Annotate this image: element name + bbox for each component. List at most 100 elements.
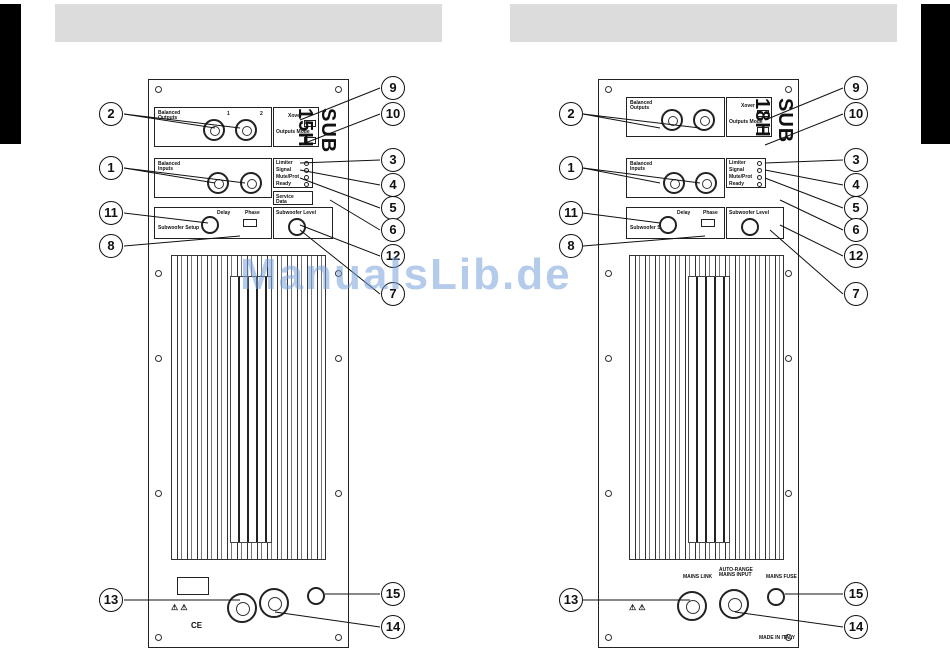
balanced-outputs-section: Balanced Outputs 1 2	[154, 107, 272, 147]
screw-icon	[155, 634, 162, 641]
ready-label: Ready	[276, 181, 292, 187]
callout-13: 13	[559, 588, 583, 612]
limiter-label: Limiter	[729, 160, 746, 166]
screw-icon	[785, 634, 792, 641]
callout-15: 15	[381, 582, 405, 606]
callout-5: 5	[844, 196, 868, 220]
screw-icon	[605, 490, 612, 497]
signal-label: Signal	[729, 167, 745, 173]
limiter-led-icon	[757, 161, 762, 166]
xover-label: Xover	[741, 103, 755, 109]
screw-icon	[155, 86, 162, 93]
mains-input-powercon[interactable]	[719, 589, 749, 619]
subwoofer-setup-label: Subwoofer Setup	[158, 225, 200, 231]
xlr-output-2-connector[interactable]	[693, 109, 715, 131]
xlr-input-2-connector[interactable]	[695, 172, 717, 194]
callout-1: 1	[559, 156, 583, 180]
right-page-edge-tab	[921, 4, 950, 144]
callout-9: 9	[381, 76, 405, 100]
subwoofer-setup-label: Subwoofer Setup	[630, 225, 672, 231]
xlr-input-1-connector[interactable]	[207, 172, 229, 194]
phase-switch[interactable]	[243, 219, 257, 227]
heatsink-core	[688, 276, 730, 543]
output-1-number: 1	[227, 111, 230, 117]
subwoofer-level-section: Subwoofer Level	[726, 207, 784, 239]
serial-plate	[177, 577, 209, 595]
left-header-bar	[55, 4, 442, 42]
screw-icon	[605, 86, 612, 93]
left-rear-panel: Balanced Outputs 1 2 Xover Outputs Mode …	[148, 79, 349, 648]
callout-6: 6	[381, 218, 405, 242]
service-data-port[interactable]: Service Data	[273, 191, 313, 205]
mute-prot-label: Mute/Prot	[276, 174, 300, 180]
outputs-mode-label: Outputs Mode	[729, 119, 763, 125]
callout-3: 3	[381, 148, 405, 172]
status-leds-section: Limiter Signal Mute/Prot Ready	[273, 158, 313, 188]
delay-label: Delay	[217, 210, 231, 216]
screw-icon	[785, 355, 792, 362]
outputs-mode-switch[interactable]	[757, 127, 769, 134]
subwoofer-level-label: Subwoofer Level	[729, 210, 770, 216]
mute-prot-label: Mute/Prot	[729, 174, 753, 180]
callout-12: 12	[381, 244, 405, 268]
xover-switch[interactable]	[757, 110, 769, 117]
phase-label: Phase	[703, 210, 718, 216]
delay-rotary-knob[interactable]	[659, 216, 677, 234]
limiter-led-icon	[304, 161, 309, 166]
callout-6: 6	[844, 218, 868, 242]
screw-icon	[785, 270, 792, 277]
callout-2: 2	[99, 102, 123, 126]
auto-range-label: AUTO-RANGE MAINS INPUT	[719, 567, 753, 578]
outputs-mode-label: Outputs Mode	[276, 129, 310, 135]
callout-8: 8	[559, 234, 583, 258]
mains-link-powercon[interactable]	[227, 593, 257, 623]
delay-rotary-knob[interactable]	[201, 216, 219, 234]
outputs-mode-switch[interactable]	[304, 137, 316, 144]
balanced-inputs-label: Balanced Inputs	[158, 161, 181, 172]
callout-14: 14	[844, 615, 868, 639]
callout-2: 2	[559, 102, 583, 126]
heatsink-core	[230, 276, 272, 543]
xlr-output-1-connector[interactable]	[203, 119, 225, 141]
subwoofer-level-knob[interactable]	[741, 218, 759, 236]
mains-link-label: MAINS LINK	[683, 574, 713, 580]
callout-14: 14	[381, 615, 405, 639]
phase-switch[interactable]	[701, 219, 715, 227]
callout-8: 8	[99, 234, 123, 258]
callout-4: 4	[844, 173, 868, 197]
balanced-inputs-section: Balanced Inputs	[154, 158, 272, 198]
warning-triangle-icon: ⚠ ⚠	[629, 603, 646, 612]
warning-triangle-icon: ⚠ ⚠	[171, 603, 188, 612]
limiter-label: Limiter	[276, 160, 293, 166]
screw-icon	[605, 634, 612, 641]
screw-icon	[605, 270, 612, 277]
balanced-inputs-label: Balanced Inputs	[630, 161, 653, 172]
screw-icon	[335, 355, 342, 362]
right-rear-panel: Balanced Outputs Xover Outputs Mode Bala…	[598, 79, 799, 648]
callout-5: 5	[381, 196, 405, 220]
xlr-output-2-connector[interactable]	[235, 119, 257, 141]
callout-1: 1	[99, 156, 123, 180]
watermark-text: ManualsLib.de	[240, 250, 572, 299]
mains-fuse-label: MAINS FUSE	[766, 574, 797, 580]
xlr-input-1-connector[interactable]	[663, 172, 685, 194]
ready-led-icon	[304, 182, 309, 187]
callout-10: 10	[844, 102, 868, 126]
callout-10: 10	[381, 102, 405, 126]
signal-label: Signal	[276, 167, 292, 173]
balanced-outputs-label: Balanced Outputs	[630, 100, 653, 111]
left-page-edge-tab	[0, 4, 21, 144]
mains-fuse-holder[interactable]	[767, 588, 785, 606]
xover-switch[interactable]	[304, 120, 316, 127]
callout-4: 4	[381, 173, 405, 197]
callout-15: 15	[844, 582, 868, 606]
mains-link-powercon[interactable]	[677, 591, 707, 621]
callout-7: 7	[381, 282, 405, 306]
screw-icon	[155, 355, 162, 362]
heatsink-grille	[629, 255, 784, 560]
screw-icon	[785, 86, 792, 93]
mains-fuse-holder[interactable]	[307, 587, 325, 605]
balanced-inputs-section: Balanced Inputs	[626, 158, 725, 198]
screw-icon	[155, 270, 162, 277]
